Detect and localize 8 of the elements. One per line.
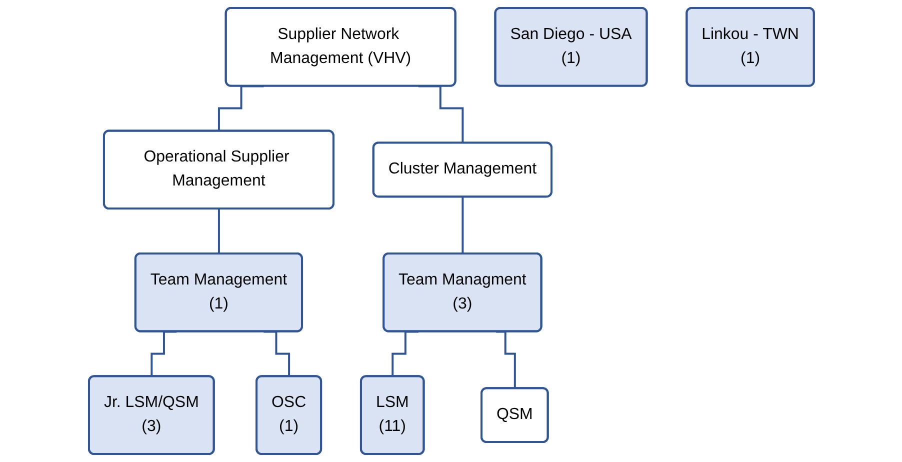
- connector: [218, 85, 264, 132]
- connector: [150, 330, 176, 378]
- connector: [461, 196, 464, 255]
- connector: [391, 330, 418, 378]
- connector: [418, 85, 464, 144]
- connector: [218, 208, 220, 255]
- connector: [496, 330, 516, 390]
- connector: [263, 330, 290, 378]
